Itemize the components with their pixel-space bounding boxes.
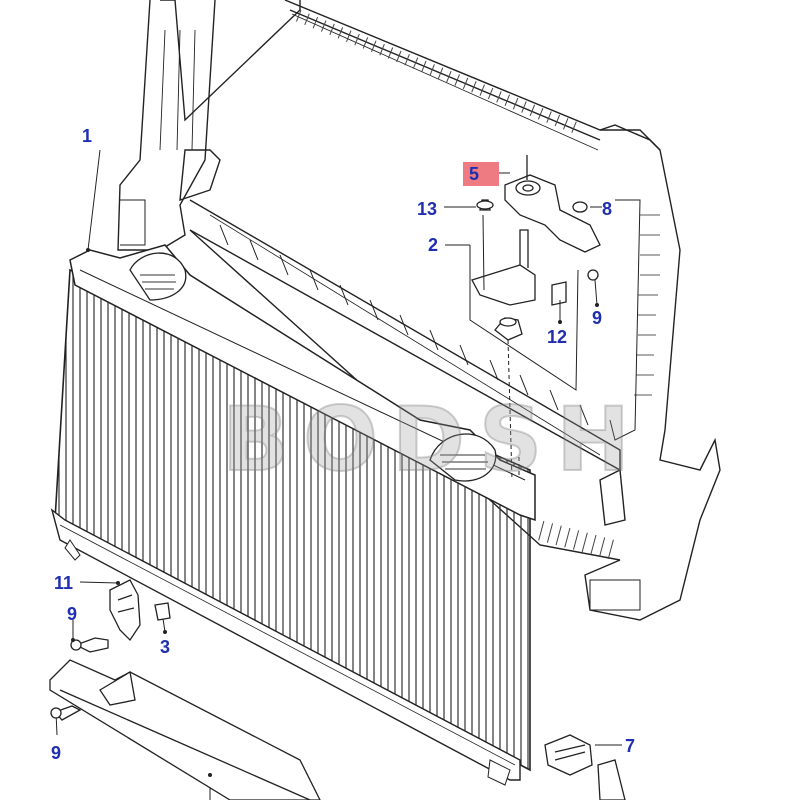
leader-lines xyxy=(55,149,622,800)
callout-2: 2 xyxy=(428,235,439,255)
callout-5-highlighted: 5 xyxy=(463,162,499,186)
callout-9-upper: 9 xyxy=(592,308,603,328)
callout-12: 12 xyxy=(547,327,568,347)
clip-part xyxy=(544,734,626,800)
radiator-core xyxy=(50,244,536,786)
air-deflector xyxy=(49,659,321,800)
upper-mount-bracket xyxy=(471,155,601,341)
lower-brackets xyxy=(50,579,171,721)
callout-7: 7 xyxy=(625,736,636,756)
callout-11: 11 xyxy=(54,573,74,593)
callout-1: 1 xyxy=(82,126,93,146)
callout-9-left: 9 xyxy=(67,604,78,624)
callout-3: 3 xyxy=(160,637,171,657)
leader-dots xyxy=(71,248,599,777)
callout-8: 8 xyxy=(602,199,613,219)
callout-9-lower: 9 xyxy=(51,743,62,763)
callout-13: 13 xyxy=(417,199,438,219)
